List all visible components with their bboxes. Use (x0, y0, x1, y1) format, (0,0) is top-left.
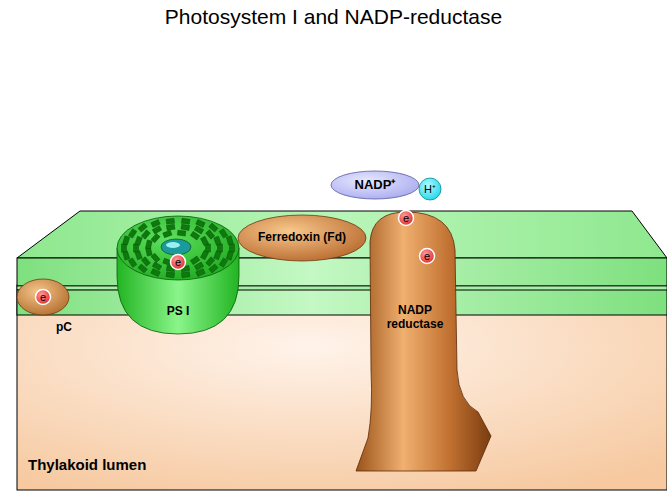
electron: e (35, 289, 51, 305)
node-label: Ferredoxin (Fd) (258, 231, 346, 245)
lumen-region (17, 285, 667, 490)
electron: e (398, 210, 414, 226)
electron-label: e (424, 250, 430, 263)
electron: e (170, 254, 186, 270)
membrane-layer (17, 290, 667, 315)
electron-label: e (403, 212, 409, 225)
node-label: NADP reductase (379, 304, 451, 332)
plastocyanin: pCe (16, 278, 70, 316)
proton: H⁺ (418, 177, 442, 201)
ferredoxin: Ferredoxin (Fd) (237, 214, 367, 262)
photosystem-one: PS I e (114, 214, 242, 336)
electron-label: e (175, 256, 181, 269)
membrane-layer (17, 258, 667, 286)
diagram-title: Photosystem I and NADP-reductase (0, 5, 667, 29)
node-label: NADP⁺ (355, 178, 396, 193)
nadp-reductase: NADP reductase e e (354, 210, 492, 472)
node-label: pC (56, 321, 72, 335)
node-label: PS I (167, 305, 190, 319)
region-label: Thylakoid lumen (28, 456, 146, 473)
node-label: H⁺ (424, 183, 436, 196)
electron: e (419, 248, 435, 264)
electron-label: e (40, 291, 46, 304)
nadp-molecule: NADP⁺ (330, 170, 420, 200)
